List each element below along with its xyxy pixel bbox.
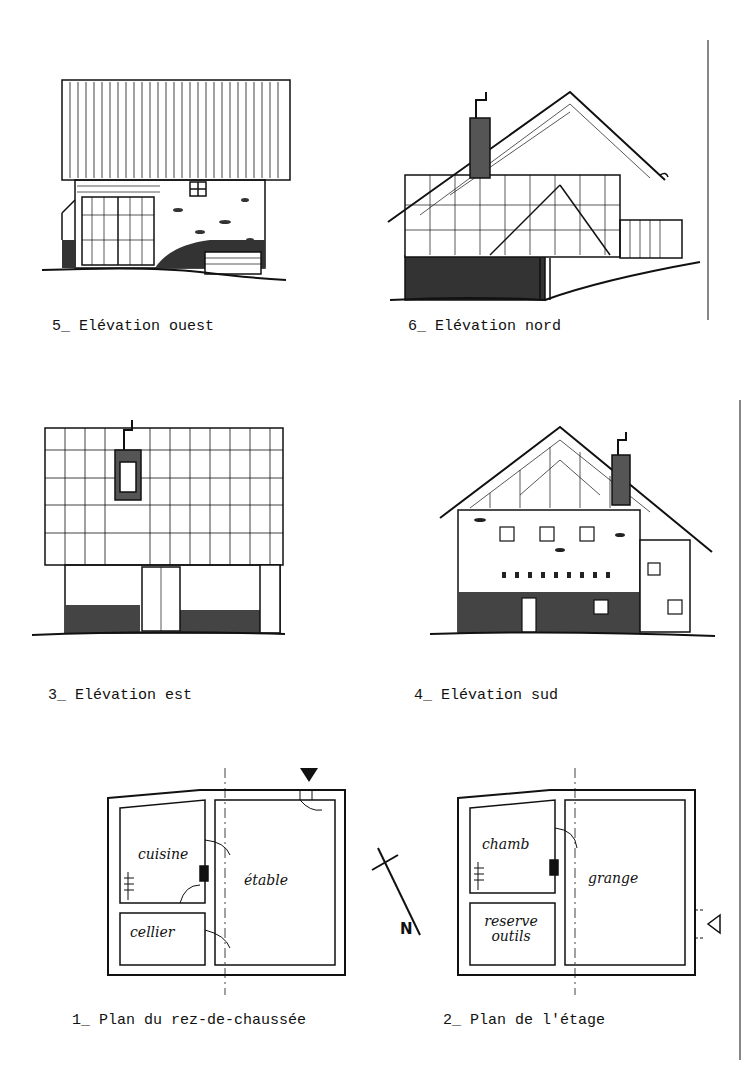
south-elevation bbox=[430, 427, 715, 636]
view-caption: 5_ Elévation ouest bbox=[52, 318, 214, 335]
room-label: cuisine bbox=[138, 846, 188, 862]
view-caption: 6_ Elévation nord bbox=[408, 318, 561, 335]
view-caption: 3_ Elévation est bbox=[48, 687, 192, 704]
view-caption: 1_ Plan du rez-de-chaussée bbox=[72, 1012, 306, 1029]
north-arrow bbox=[372, 848, 420, 935]
room-label: reserve outils bbox=[480, 914, 542, 943]
west-elevation bbox=[42, 80, 290, 280]
view-caption: 2_ Plan de l'étage bbox=[443, 1012, 605, 1029]
room-label: cellier bbox=[130, 924, 175, 940]
upper-floor-plan bbox=[458, 768, 720, 995]
east-elevation bbox=[32, 420, 285, 635]
north-elevation bbox=[388, 92, 700, 300]
room-label: chamb bbox=[482, 836, 529, 852]
room-label: étable bbox=[244, 872, 288, 888]
view-caption: 4_ Elévation sud bbox=[414, 687, 558, 704]
ground-floor-plan bbox=[108, 768, 345, 995]
north-label: N bbox=[400, 920, 413, 938]
room-label: grange bbox=[588, 870, 638, 886]
